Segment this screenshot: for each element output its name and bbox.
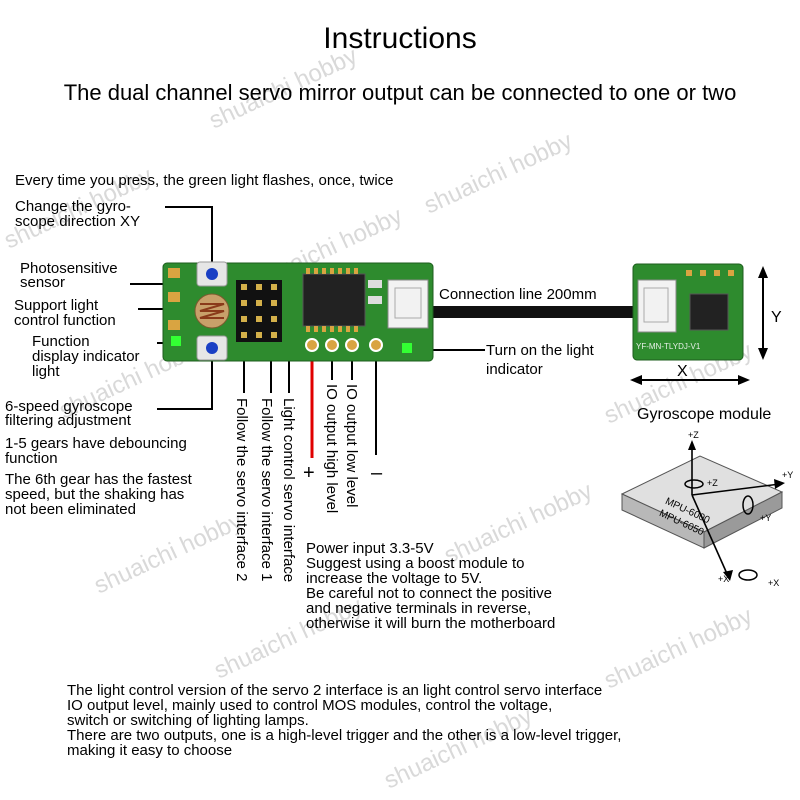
gyro-module-label: Gyroscope module <box>637 406 772 423</box>
page-subtitle: The dual channel servo mirror output can… <box>63 80 737 105</box>
io-low-label: IO output low level <box>343 384 360 508</box>
gyro-board-text: YF-MN-TLYDJ-V1 <box>636 342 701 351</box>
axis-x-label: X <box>677 363 688 380</box>
light-servo-label: Light control servo interface <box>280 398 297 583</box>
main-board <box>162 261 434 362</box>
bottom-notes: The light control version of the servo 2… <box>67 682 622 759</box>
function-indicator-label: Function display indicator light <box>32 333 140 380</box>
turn-on-label: Turn on the light indicator <box>486 342 594 378</box>
io-high-label: IO output high level <box>323 384 340 514</box>
gyro-filter-label: 6-speed gyroscope filtering adjustment <box>5 398 133 429</box>
connection-line-label: Connection line 200mm <box>439 286 597 303</box>
axis-label: +X <box>768 578 780 588</box>
gyroscope-board <box>632 263 744 361</box>
axis-label: +Y <box>760 513 772 523</box>
gyro-direction-label: Change the gyro- scope direction XY <box>15 198 141 230</box>
axis-label: +Z <box>688 430 699 440</box>
minus-label: – <box>371 462 383 484</box>
axis-y-label: Y <box>771 309 782 326</box>
gear-6-label: The 6th gear has the fastest speed, but … <box>5 471 192 518</box>
axis-label: +X <box>718 574 730 584</box>
page-title: Instructions <box>323 22 477 55</box>
plus-label: + <box>303 462 315 484</box>
mpu-chip <box>620 440 785 581</box>
photosensitive-label: Photosensitive sensor <box>20 260 118 291</box>
servo2-label: Follow the servo interface 2 <box>233 398 250 582</box>
axis-label: +Z <box>707 478 718 488</box>
axis-label: +Y <box>782 470 794 480</box>
gears-1-5-label: 1-5 gears have debouncing function <box>5 435 187 467</box>
support-light-label: Support light control function <box>14 297 116 329</box>
servo1-label: Follow the servo interface 1 <box>258 398 275 582</box>
press-flash-label: Every time you press, the green light fl… <box>15 172 394 189</box>
power-note: Power input 3.3-5V Suggest using a boost… <box>306 540 556 632</box>
